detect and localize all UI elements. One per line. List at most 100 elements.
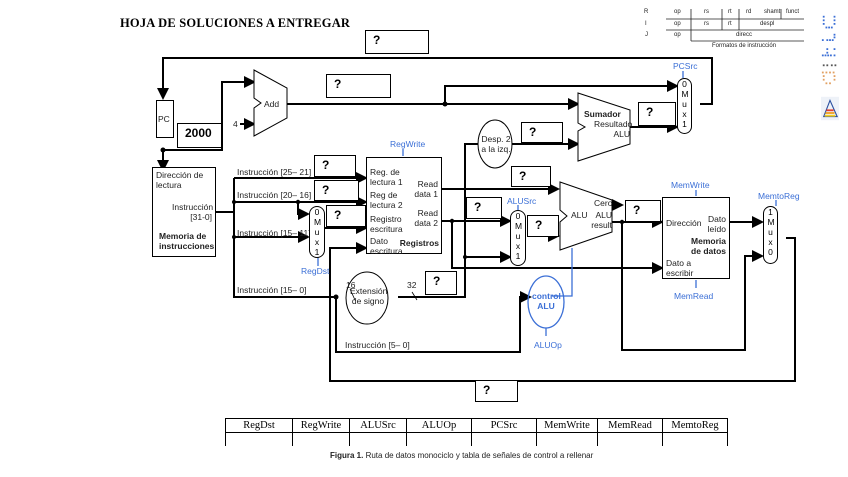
alu-result-label: ALU result [591, 210, 612, 230]
format-row-j: J op direcc [636, 32, 806, 42]
mux-input-0: 0 [314, 207, 320, 217]
header-memread: MemRead [597, 418, 663, 433]
memtoreg-signal: MemtoReg [758, 191, 800, 201]
sign-extend-label: Extensión de signo [350, 286, 388, 306]
value-memtoreg[interactable] [662, 432, 728, 446]
branch-adder-result-label: Resultado ALU [594, 119, 633, 139]
format-row-i: I op rs rt despl [636, 21, 806, 31]
format-type: I [645, 21, 647, 27]
alu-shape [559, 181, 613, 251]
pcsrc-signal: PCSrc [673, 61, 698, 71]
figure-caption-label: Figura 1. [330, 451, 364, 460]
data-memory-address-label: Dirección [666, 218, 702, 228]
answer-box-read-data-2[interactable]: ? [466, 197, 502, 219]
mux-input-0: 0 [515, 211, 521, 221]
value-regwrite[interactable] [292, 432, 350, 446]
format-field: op [674, 32, 681, 38]
format-field: rd [746, 9, 752, 15]
wire-alu-result-bypass [621, 222, 764, 351]
alusrc-signal: ALUSrc [507, 196, 537, 206]
answer-box-shift-out[interactable]: ? [521, 122, 563, 143]
answer-box-sign-extend-out[interactable]: ? [425, 271, 457, 295]
value-pcsrc[interactable] [471, 432, 537, 446]
page-title: HOJA DE SOLUCIONES A ENTREGAR [120, 16, 351, 30]
format-field: op [674, 21, 681, 27]
wire-pc4-to-mux [444, 80, 679, 104]
register-write-label: Registro escritura [370, 214, 403, 234]
value-memread[interactable] [597, 432, 663, 446]
sign-extend-shape [345, 271, 389, 325]
answer-box-pc-next[interactable]: ? [365, 30, 429, 54]
university-logo [821, 15, 839, 121]
format-field: rt [728, 21, 732, 27]
sign-extend-in-bits: 16 [346, 280, 356, 290]
mux-input-0: 0 [682, 79, 687, 89]
register-file-name: Registros [399, 238, 439, 248]
regwrite-signal: RegWrite [390, 139, 426, 149]
instruction-memory-output-label: Instrucción [31-0] [172, 202, 214, 222]
mux-label: Mux [681, 89, 689, 119]
answer-box-read-data-1[interactable]: ? [511, 166, 551, 187]
branch-adder-shape [577, 92, 631, 162]
instruction-memory: Dirección de lectura Instrucción [31-0] … [152, 167, 216, 257]
answer-box-instr-25-21[interactable]: ? [314, 155, 356, 177]
format-field: rs [704, 21, 709, 27]
memread-signal: MemRead [674, 291, 714, 301]
answer-box-pc-plus-4[interactable]: ? [326, 74, 391, 98]
label-instr-20-16: Instrucción [20– 16] [237, 190, 312, 200]
data-memory-name: Memoria de datos [691, 236, 726, 256]
value-memwrite[interactable] [536, 432, 598, 446]
wire-pc-feedback [157, 57, 713, 105]
format-caption: Formatos de instrucción [712, 43, 777, 49]
mux-input-1: 1 [314, 247, 320, 257]
aluop-signal: ALUOp [534, 340, 562, 350]
value-alusrc[interactable] [349, 432, 407, 446]
format-field: funct [786, 9, 800, 15]
table-header-row: RegDst RegWrite ALUSrc ALUOp PCSrc MemWr… [225, 418, 728, 433]
header-memtoreg: MemtoReg [662, 418, 728, 433]
answer-box-write-back[interactable]: ? [475, 380, 518, 402]
mux-input-1: 1 [768, 207, 773, 217]
alu-label: ALU [571, 210, 588, 220]
header-regwrite: RegWrite [292, 418, 350, 433]
sign-extend-out-bits: 32 [407, 280, 417, 290]
adder-constant: 4 [233, 119, 238, 129]
pc-value-box: 2000 [177, 123, 222, 148]
shift-left-shape [477, 119, 513, 169]
answer-box-branch-target[interactable]: ? [638, 102, 676, 126]
answer-box-instr-20-16[interactable]: ? [314, 180, 359, 201]
label-instr-25-21: Instrucción [25– 21] [237, 167, 312, 177]
header-aluop: ALUOp [406, 418, 472, 433]
figure-caption-text: Ruta de datos monociclo y tabla de señal… [363, 451, 594, 460]
instruction-memory-name: Memoria de instrucciones [159, 231, 215, 251]
read-data-1-label: Read data 1 [414, 179, 438, 199]
table-value-row [225, 432, 728, 446]
mux-label: Mux [767, 217, 775, 247]
value-aluop[interactable] [406, 432, 472, 446]
alu-control-label: control ALU [532, 291, 561, 311]
wire-pc-to-add [163, 76, 256, 151]
data-memory-write-data-label: Dato a escribir [666, 258, 694, 278]
wire-writeback [329, 237, 796, 382]
format-field: direcc [736, 32, 753, 38]
header-alusrc: ALUSrc [349, 418, 407, 433]
wire-20-16-mux [297, 202, 310, 220]
mux-regdst: 0 Mux 1 [309, 206, 325, 258]
register-read-1-label: Reg. de lectura 1 [370, 167, 403, 187]
mux-input-1: 1 [515, 251, 521, 261]
format-field: rs [704, 9, 709, 15]
wire-funct [335, 291, 532, 353]
answer-box-alu-result[interactable]: ? [625, 200, 661, 222]
adder-label: Add [264, 99, 280, 109]
memwrite-signal: MemWrite [671, 180, 710, 190]
alu-zero-label: Cero [594, 198, 613, 208]
format-field: op [674, 9, 681, 15]
answer-box-regdst-out[interactable]: ? [326, 205, 366, 227]
register-file: Reg. de lectura 1 Reg de lectura 2 Regis… [366, 157, 442, 256]
label-instr-5-0: Instrucción [5– 0] [345, 340, 410, 350]
instruction-memory-address-label: Dirección de lectura [156, 170, 204, 190]
format-grid-lines [666, 9, 804, 42]
value-regdst[interactable] [225, 432, 293, 446]
answer-box-alusrc-out[interactable]: ? [527, 215, 559, 237]
